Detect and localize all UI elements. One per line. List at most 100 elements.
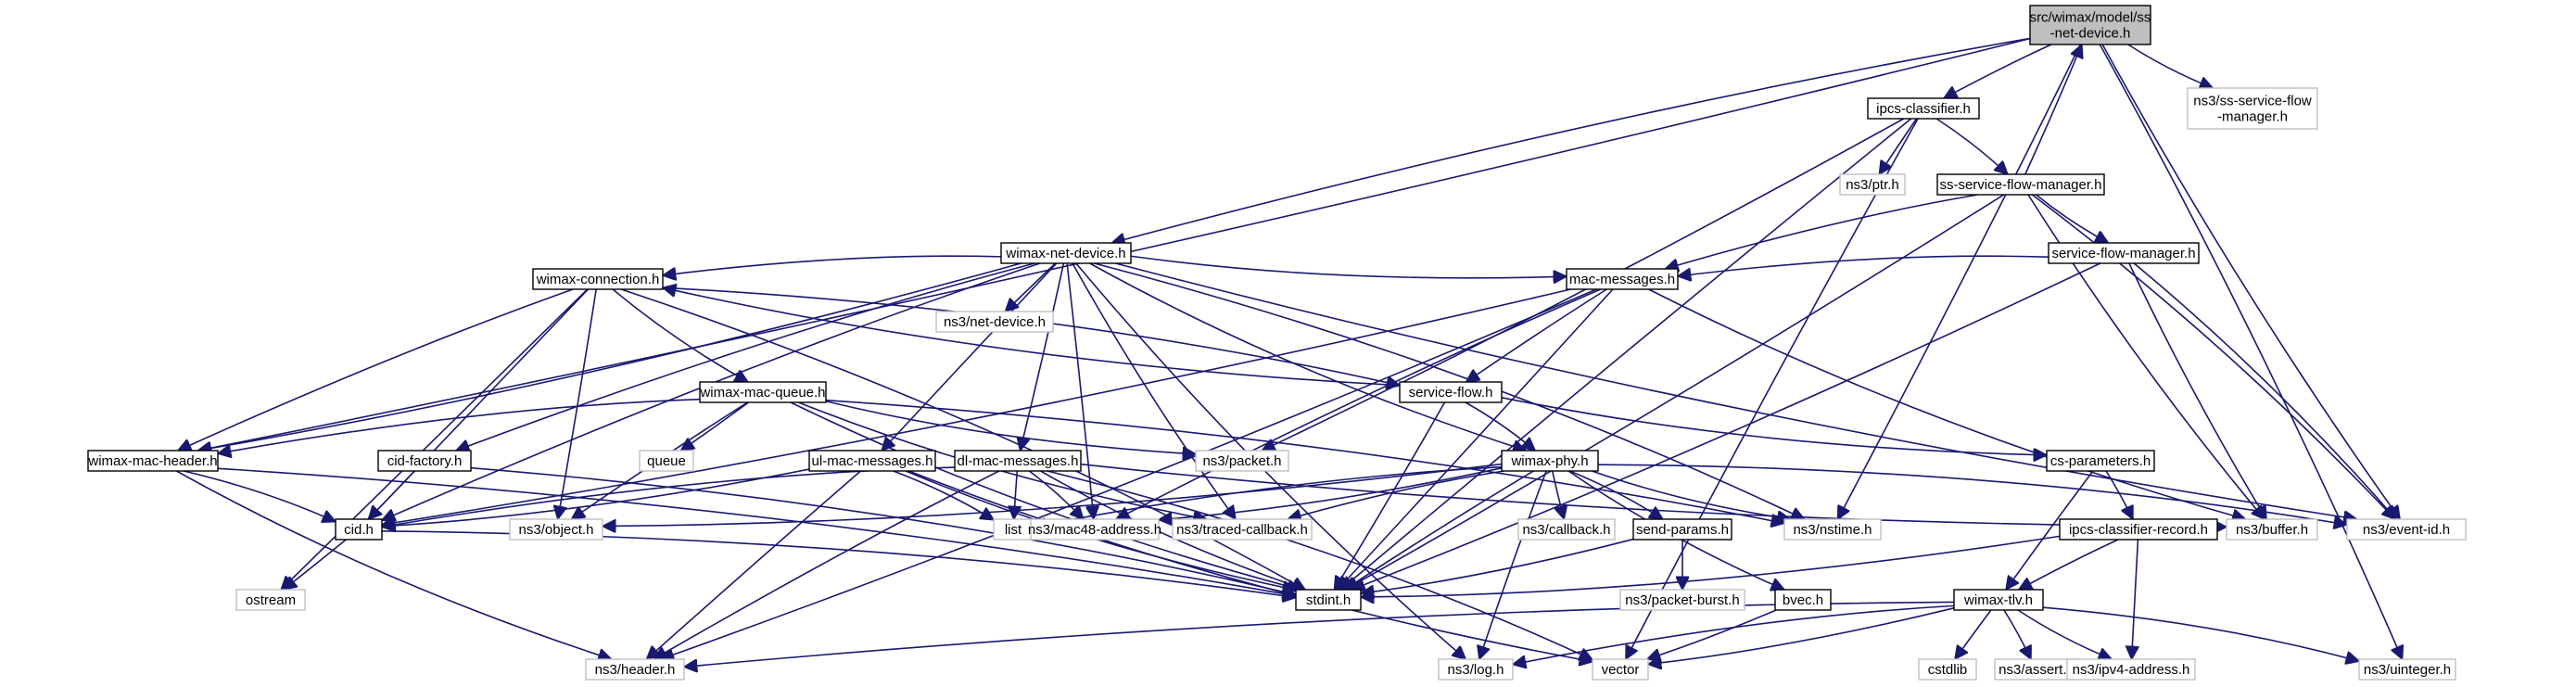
edge-service-flow-manager-to-mac-messages <box>1678 255 2049 276</box>
node-box <box>509 518 603 541</box>
edge-ipcs-classifier-to-ns3-ptr <box>1879 118 1918 174</box>
edge-wimax-phy-to-send-params <box>1568 470 1662 519</box>
node-wimax-tlv[interactable]: wimax-tlv.h <box>1953 589 2044 611</box>
edge-wimax-net-device-to-cid <box>382 262 1041 520</box>
node-label: ns3/ipv4-address.h <box>2073 662 2190 678</box>
edge-mac-messages-to-ns3-header <box>661 288 1597 659</box>
node-box <box>377 450 472 472</box>
node-box <box>1566 268 1679 290</box>
edge-wimax-mac-header-to-cid <box>183 470 336 522</box>
edge-send-params-to-stdint <box>1361 538 1634 593</box>
node-root[interactable]: src/wimax/model/ss-net-device.h <box>2029 5 2151 45</box>
node-box <box>335 518 383 541</box>
node-box <box>585 658 685 681</box>
node-label: ns3/assert.h <box>1999 662 2075 678</box>
edge-ss-service-flow-manager-to-ns3-event-id <box>2031 194 2394 519</box>
edge-wimax-net-device-to-wimax-phy <box>1089 262 1527 451</box>
node-dl-mac-messages[interactable]: dl-mac-messages.h <box>954 450 1082 472</box>
edge-wimax-net-device-to-ns3-mac48 <box>1066 262 1094 519</box>
edge-wimax-tlv-to-ns3-assert <box>2003 609 2031 659</box>
node-label: ns3/log.h <box>1448 662 1504 678</box>
node-label: stdint.h <box>1306 592 1351 608</box>
node-ns3-ptr: ns3/ptr.h <box>1839 173 1906 196</box>
edge-service-flow-manager-to-stdint <box>1351 262 2101 590</box>
edge-wimax-net-device-to-dl-mac-messages <box>1021 262 1065 451</box>
edge-wimax-net-device-to-wimax-connection <box>663 255 1002 275</box>
edge-ipcs-classifier-to-ns3-packet <box>1262 118 1905 451</box>
node-send-params[interactable]: send-params.h <box>1632 518 1732 541</box>
edge-wimax-phy-to-stdint <box>1345 470 1534 590</box>
node-box <box>1867 97 1980 120</box>
edge-service-flow-manager-to-ns3-event-id <box>2133 262 2395 519</box>
node-cid-factory[interactable]: cid-factory.h <box>377 450 472 472</box>
node-ns3-callback: ns3/callback.h <box>1517 518 1616 541</box>
node-wimax-net-device[interactable]: wimax-net-device.h <box>1000 242 1132 264</box>
edge-wimax-mac-header-to-stdint <box>217 467 1296 596</box>
edge-wimax-tlv-to-ns3-header <box>684 601 1955 667</box>
node-stdint[interactable]: stdint.h <box>1295 589 1362 611</box>
node-box <box>2226 518 2318 541</box>
node-ns3-uinteger: ns3/uinteger.h <box>2358 658 2456 681</box>
node-box <box>87 450 219 472</box>
node-wimax-mac-queue[interactable]: wimax-mac-queue.h <box>699 381 827 403</box>
edge-cs-parameters-to-wimax-tlv <box>2006 470 2094 590</box>
node-ul-mac-messages[interactable]: ul-mac-messages.h <box>808 450 936 472</box>
edge-wimax-net-device-to-ns3-nstime <box>1094 262 1805 519</box>
node-ipcs-classifier[interactable]: ipcs-classifier.h <box>1867 97 1980 120</box>
node-label: mac-messages.h <box>1569 272 1675 287</box>
edge-wimax-connection-to-service-flow <box>662 286 1400 385</box>
edge-wimax-net-device-to-wimax-mac-header <box>197 262 1022 451</box>
edge-dl-mac-messages-to-list <box>1014 470 1018 519</box>
edge-ul-mac-messages-to-ns3-header <box>647 470 862 659</box>
node-label: ns3/ss-service-flow <box>2193 94 2312 109</box>
edge-ul-mac-messages-to-cid <box>382 468 810 527</box>
edge-wimax-phy-to-ns3-object <box>603 463 1503 527</box>
node-box <box>1918 658 1977 681</box>
node-wimax-phy[interactable]: wimax-phy.h <box>1501 450 1599 472</box>
edge-root-to-ns3-uinteger <box>2099 44 2402 659</box>
edge-wimax-net-device-to-ns3-net-device <box>1005 262 1057 312</box>
node-mac-messages[interactable]: mac-messages.h <box>1566 268 1679 290</box>
node-service-flow-manager[interactable]: service-flow-manager.h <box>2048 242 2200 264</box>
node-box <box>1295 589 1362 611</box>
node-box <box>1501 450 1599 472</box>
node-label: -manager.h <box>2217 109 2288 125</box>
node-box <box>639 450 694 472</box>
edge-wimax-net-device-to-ns3-event-id <box>1115 262 2356 519</box>
edge-wimax-phy-to-ns3-mac48 <box>1159 467 1503 520</box>
node-box <box>2046 450 2155 472</box>
edge-wimax-connection-to-ns3-object <box>558 288 597 519</box>
node-cid[interactable]: cid.h <box>335 518 383 541</box>
node-label: bvec.h <box>1783 592 1823 608</box>
edge-root-to-ns3-nstime <box>1838 44 2081 519</box>
node-label: wimax-net-device.h <box>1005 246 1125 261</box>
node-bvec[interactable]: bvec.h <box>1774 589 1832 611</box>
edge-wimax-net-device-to-ns3-traced-callback <box>1072 262 1236 519</box>
edge-wimax-connection-to-stdint <box>620 288 1305 590</box>
node-box <box>954 450 1082 472</box>
edge-wimax-tlv-to-vector <box>1648 607 1955 665</box>
node-label: cstdlib <box>1928 662 1968 678</box>
node-label: ns3/traced-callback.h <box>1176 522 1308 538</box>
node-cs-parameters[interactable]: cs-parameters.h <box>2046 450 2155 472</box>
node-box <box>2059 518 2218 541</box>
node-service-flow[interactable]: service-flow.h <box>1399 381 1503 403</box>
node-box <box>1632 518 1732 541</box>
node-wimax-connection[interactable]: wimax-connection.h <box>532 268 664 290</box>
node-box <box>1774 589 1832 611</box>
edge-mac-messages-to-ns3-mac48 <box>1116 288 1602 519</box>
node-ipcs-classifier-record[interactable]: ipcs-classifier-record.h <box>2059 518 2218 541</box>
edge-dl-mac-messages-to-vector <box>1047 470 1593 660</box>
edge-wimax-phy-to-ns3-traced-callback <box>1288 470 1504 519</box>
edge-wimax-mac-queue-to-ns3-nstime <box>825 399 1784 524</box>
node-ns3-nstime: ns3/nstime.h <box>1783 518 1882 541</box>
edge-ipcs-classifier-to-vector <box>1626 118 1919 659</box>
node-wimax-mac-header[interactable]: wimax-mac-header.h <box>87 450 219 472</box>
edge-service-flow-to-cs-parameters <box>1501 397 2047 455</box>
node-label: ns3/packet-burst.h <box>1625 592 1739 608</box>
node-label: ns3/object.h <box>519 522 594 538</box>
edge-mac-messages-to-cid <box>382 288 1571 525</box>
edge-wimax-net-device-to-cid-factory <box>456 262 1035 451</box>
node-box <box>1783 518 1882 541</box>
node-ss-service-flow-manager[interactable]: ss-service-flow-manager.h <box>1936 173 2105 196</box>
